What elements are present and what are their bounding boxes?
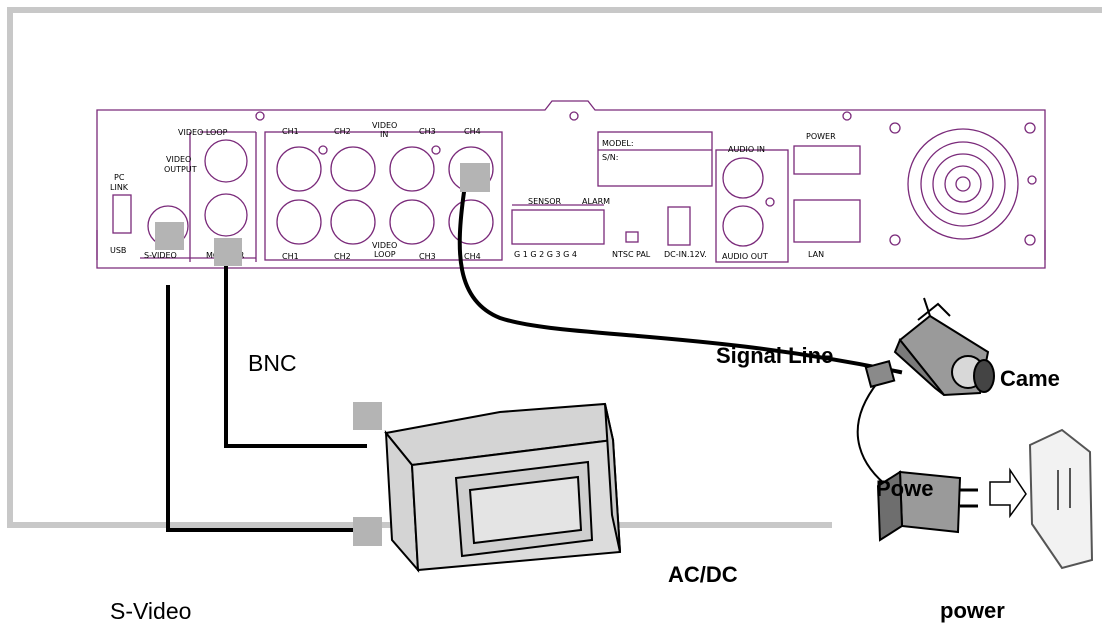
dvr-rear-panel [96,100,1046,269]
ch2-bottom-label: CH2 [334,252,351,261]
camera-icon [864,297,995,397]
connector-blocks [155,163,490,546]
camera-label: Came [1000,366,1060,391]
s-video-port-label: S-VIDEO [144,251,177,260]
video-in-label-1: VIDEO [372,121,397,130]
power-port-label: POWER [806,132,836,141]
s-video-label: S-Video [110,598,192,624]
signal-line-label: Signal Line [716,343,834,368]
power-plug-icon [876,467,1027,542]
ac-dc-label: AC/DC [668,562,738,587]
s-video-cable [166,285,367,532]
audio-out-label: AUDIO OUT [722,252,768,261]
audio-in-label: AUDIO IN [728,145,765,154]
video-in-label-2: IN [380,130,388,139]
power-adapter-label: Powe [876,476,934,501]
power-label: power [940,598,1005,623]
video-output-label-1: VIDEO [166,155,191,164]
ntsc-label: NTSC [612,250,634,259]
sn-label: S/N: [602,153,618,162]
ch3-top-label: CH3 [419,127,436,136]
video-loop-top-label: VIDEO LOOP [178,128,228,137]
video-loop-bottom-label-1: VIDEO [372,241,397,250]
video-output-label-2: OUTPUT [164,165,197,174]
dc-in-label: DC-IN.12V. [664,250,707,259]
frame-gap [832,518,852,532]
bnc-cable [224,260,367,448]
pal-label: PAL [636,250,651,259]
ch4-top-label: CH4 [464,127,481,136]
ch3-bottom-label: CH3 [419,252,436,261]
alarm-label: ALARM [582,197,610,206]
ch4-bottom-label: CH4 [464,252,481,261]
ch1-top-label: CH1 [282,127,299,136]
sensor-pins-label: G 1 G 2 G 3 G 4 [514,250,577,259]
usb-label: USB [110,246,126,255]
ch2-top-label: CH2 [334,127,351,136]
model-label: MODEL: [602,139,634,148]
ch1-bottom-label: CH1 [282,252,299,261]
bnc-label: BNC [248,350,297,376]
video-loop-bottom-label-2: LOOP [374,250,396,259]
signal-line-cable [457,189,903,375]
wall-outlet-icon [1028,428,1094,570]
pc-label: PC [114,173,125,182]
cables [166,189,903,532]
lan-label: LAN [808,250,824,259]
link-label: LINK [110,183,129,192]
sensor-label: SENSOR [528,197,561,206]
monitor [384,402,622,573]
